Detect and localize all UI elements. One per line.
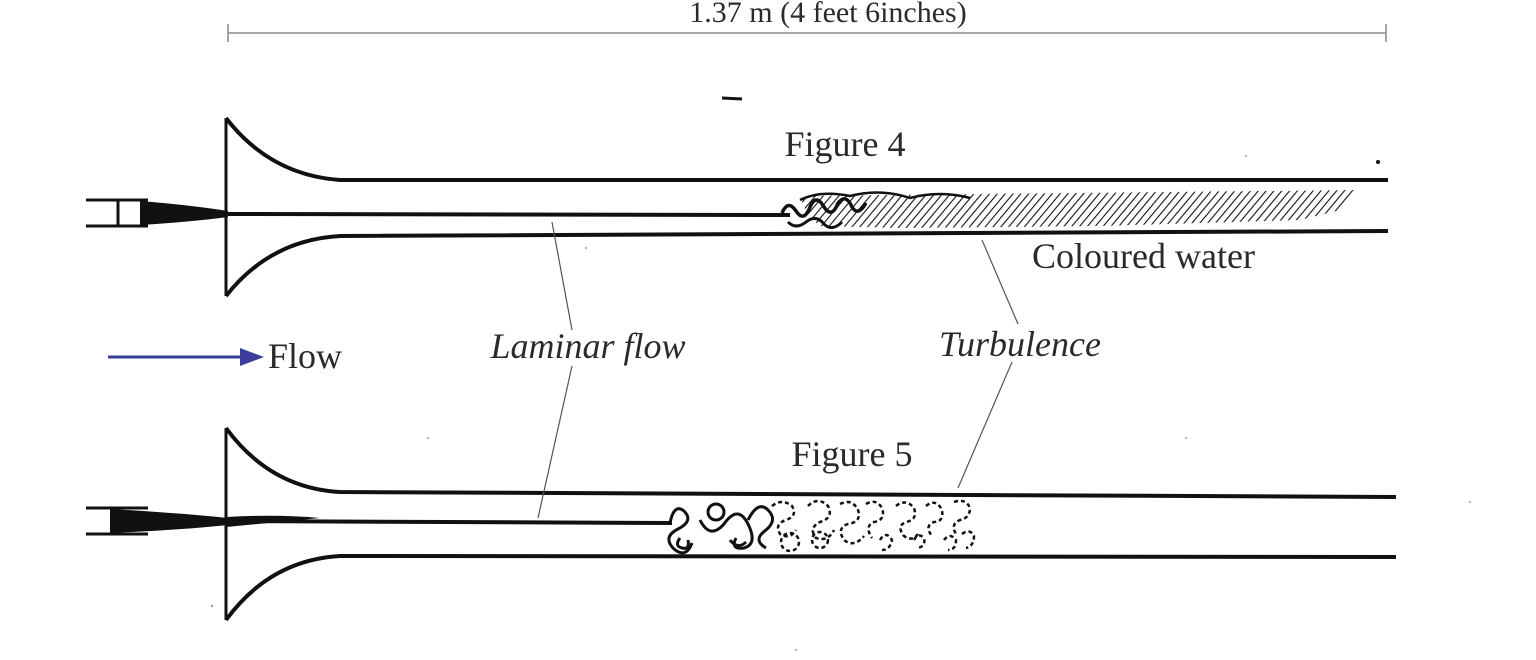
flow-label: Flow <box>268 336 342 376</box>
figure-5-title: Figure 5 <box>792 434 913 474</box>
solid-eddies <box>667 502 774 555</box>
leader-lines <box>537 221 1019 519</box>
laminar-flow-label: Laminar flow <box>489 326 685 366</box>
coloured-water-label: Coloured water <box>1032 236 1255 276</box>
turbulence-label: Turbulence <box>939 324 1101 364</box>
arrow-head-icon <box>240 348 264 366</box>
figure-4-title: Figure 4 <box>785 124 906 164</box>
figure-5: Figure 5 <box>86 426 1397 622</box>
dimension-marker: 1.37 m (4 feet 6inches) <box>227 0 1387 42</box>
turbulent-hatching <box>800 190 1358 228</box>
figure-4: Figure 4 Coloured water <box>86 116 1389 298</box>
flow-arrow: Flow <box>108 336 342 376</box>
dashed-eddies <box>771 499 976 553</box>
dimension-label: 1.37 m (4 feet 6inches) <box>689 0 966 29</box>
